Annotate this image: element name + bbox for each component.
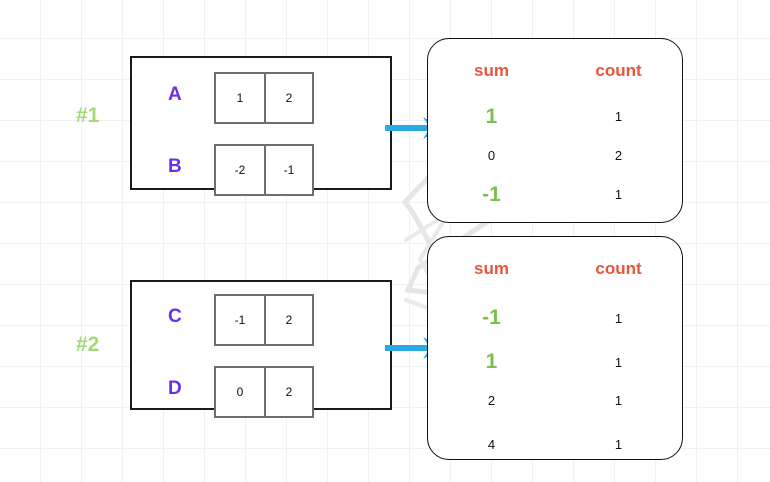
input-cell: -1 xyxy=(234,313,246,327)
column-header-count: count xyxy=(595,61,642,80)
input-row-label-d: D xyxy=(168,378,183,399)
result-table-1: sum count 1 1 0 2 -1 1 xyxy=(427,38,683,223)
cell-sum: -1 xyxy=(428,298,555,340)
result-table-2: sum count -1 1 1 1 2 1 4 1 xyxy=(427,236,683,460)
input-row-label-a: A xyxy=(168,84,183,105)
step-tag-2: #2 xyxy=(76,333,100,356)
cell-sum: 1 xyxy=(428,96,555,139)
cell-sum: 2 xyxy=(487,392,496,408)
input-box-2: C -1 2 D 0 2 xyxy=(130,280,392,418)
table-row: 1 1 xyxy=(428,342,682,384)
input-cell: -2 xyxy=(234,163,246,177)
input-cellpair-b: -2 -1 xyxy=(214,144,314,196)
input-box-1: A 1 2 B -2 -1 xyxy=(130,56,392,196)
cell-count: 2 xyxy=(614,148,623,163)
table-body: 1 1 0 2 -1 1 xyxy=(428,96,682,217)
input-cellpair-d: 0 2 xyxy=(214,366,314,418)
table-row: -1 1 xyxy=(428,174,682,217)
input-row-label-c: C xyxy=(168,306,183,327)
table-row: 2 1 xyxy=(428,381,682,419)
cell-count: 1 xyxy=(614,392,623,408)
cell-sum: 4 xyxy=(487,436,496,452)
cell-count: 1 xyxy=(614,354,623,370)
table-body: -1 1 1 1 2 1 4 1 xyxy=(428,293,682,469)
cell-sum: 1 xyxy=(428,342,555,384)
cell-count: 1 xyxy=(614,187,623,202)
column-header-sum: sum xyxy=(474,259,509,278)
table-header-row: sum count xyxy=(428,259,682,279)
input-row-label-b: B xyxy=(168,156,183,177)
table-row: 1 1 xyxy=(428,96,682,139)
column-header-sum: sum xyxy=(474,61,509,80)
cell-sum: -1 xyxy=(428,174,555,217)
input-cell: 2 xyxy=(264,74,312,122)
cell-sum: 0 xyxy=(487,148,496,163)
input-cell: 0 xyxy=(236,385,244,399)
input-cellpair-a: 1 2 xyxy=(214,72,314,124)
input-cell: -1 xyxy=(264,146,312,194)
input-cell: 2 xyxy=(264,368,312,416)
column-header-count: count xyxy=(595,259,642,278)
table-row: 4 1 xyxy=(428,419,682,469)
step-tag-1: #1 xyxy=(76,104,100,127)
table-row: -1 1 xyxy=(428,293,682,343)
input-cell: 2 xyxy=(264,296,312,344)
cell-count: 1 xyxy=(614,436,623,452)
table-header-row: sum count xyxy=(428,61,682,81)
cell-count: 1 xyxy=(614,310,623,326)
input-cellpair-c: -1 2 xyxy=(214,294,314,346)
cell-count: 1 xyxy=(614,109,623,124)
table-row: 0 2 xyxy=(428,136,682,175)
input-cell: 1 xyxy=(236,91,244,105)
